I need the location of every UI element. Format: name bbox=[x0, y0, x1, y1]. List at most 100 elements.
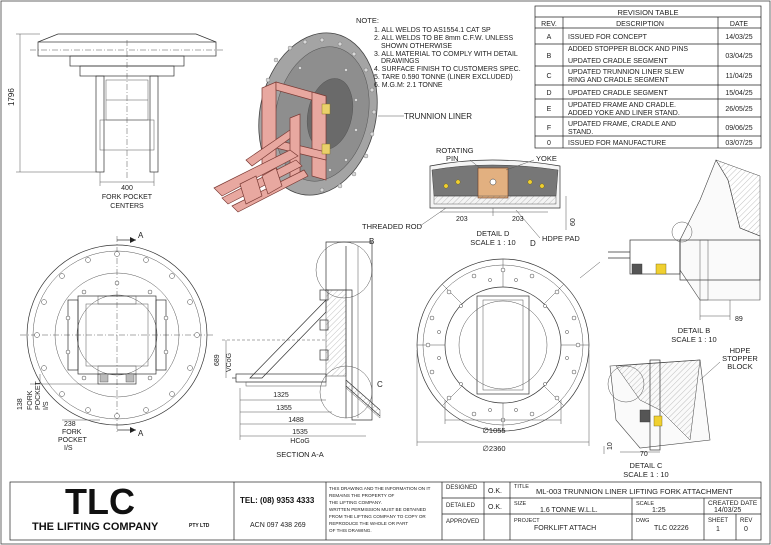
detail-d-view bbox=[429, 159, 567, 230]
dim-1055: ∅1055 bbox=[482, 426, 505, 435]
dim-203-right: 203 bbox=[512, 216, 524, 223]
date-header: DATE bbox=[730, 21, 748, 28]
detail-b-scale: SCALE 1 : 10 bbox=[671, 335, 716, 344]
rev-date: 11/04/25 bbox=[726, 73, 753, 80]
section-a-callout-bottom: A bbox=[138, 429, 144, 438]
rev-value: 0 bbox=[744, 526, 748, 533]
rev-desc: ADDED YOKE AND LINER STAND. bbox=[568, 110, 680, 117]
detail-c-scale: SCALE 1 : 10 bbox=[623, 470, 668, 479]
revision-table: REVISION TABLE REV. DESCRIPTION DATE A I… bbox=[534, 5, 762, 149]
note-line: SHOWN OTHERWISE bbox=[381, 43, 452, 50]
dim-203-left: 203 bbox=[456, 216, 468, 223]
detail-c-callout: C bbox=[377, 380, 383, 389]
dim-10: 10 bbox=[607, 442, 614, 450]
dim-689: 689 bbox=[214, 354, 221, 366]
scale-value: 1:25 bbox=[652, 507, 666, 514]
revision-table-title: REVISION TABLE bbox=[618, 8, 679, 17]
note-line: 5. TARE 0.590 TONNE (LINER EXCLUDED) bbox=[374, 74, 513, 81]
note-line: 3. ALL MATERIAL TO COMPLY WITH DETAIL bbox=[374, 51, 518, 58]
hcog-label: HCoG bbox=[290, 438, 309, 445]
rev-header: REV. bbox=[541, 21, 557, 28]
dwg-label: DWG bbox=[636, 518, 649, 524]
disclaimer-line: OF THIS DRAWING. bbox=[329, 528, 372, 533]
dim-60: 60 bbox=[570, 218, 577, 226]
rev-date: 03/04/25 bbox=[725, 53, 752, 60]
dim-400: 400 bbox=[121, 185, 133, 192]
company-logo: TLC bbox=[65, 481, 135, 522]
detail-c-view bbox=[603, 359, 711, 454]
fork-pocket-centers-label-2: CENTERS bbox=[110, 203, 144, 210]
rev-desc: UPDATED FRAME, CRADLE AND bbox=[568, 121, 676, 128]
yoke-label: YOKE bbox=[536, 154, 557, 163]
vcog-label: VCoG bbox=[226, 353, 233, 372]
note-line: 4. SURFACE FINISH TO CUSTOMERS SPEC. bbox=[374, 66, 521, 73]
approved-label: APPROVED bbox=[446, 519, 480, 525]
section-a-a-view bbox=[222, 241, 381, 440]
note-line: 2. ALL WELDS TO BE 8mm C.F.W. UNLESS bbox=[374, 35, 513, 42]
created-date-value: 14/03/25 bbox=[714, 507, 741, 514]
dim-2360: ∅2360 bbox=[482, 444, 505, 453]
dim-89: 89 bbox=[735, 316, 743, 323]
note-line: 6. M.G.M: 2.1 TONNE bbox=[374, 82, 443, 89]
rev-label: REV bbox=[740, 518, 752, 524]
rev-cell: D bbox=[546, 90, 551, 97]
notes-title: NOTE: bbox=[356, 16, 379, 25]
designed-value: O.K. bbox=[488, 488, 502, 495]
hdpe-stopper-label: HDPE bbox=[730, 346, 751, 355]
rev-cell: F bbox=[547, 125, 551, 132]
designed-label: DESIGNED bbox=[446, 485, 478, 491]
dim-238: 238 bbox=[64, 421, 76, 428]
created-date-label: CREATED DATE bbox=[708, 500, 758, 507]
rev-cell: A bbox=[547, 34, 552, 41]
rev-date: 14/03/25 bbox=[725, 34, 752, 41]
rev-desc: RING AND CRADLE SEGMENT bbox=[568, 77, 669, 84]
fork-pocket-centers-label: FORK POCKET bbox=[102, 194, 153, 201]
dim-70: 70 bbox=[640, 451, 648, 458]
disclaimer-line: REPRODUCE THE WHOLE OR PART bbox=[329, 521, 408, 526]
project-value: FORKLIFT ATTACH bbox=[534, 525, 596, 532]
sheet-label: SHEET bbox=[708, 518, 728, 524]
detail-b-title: DETAIL B bbox=[678, 326, 711, 335]
rev-date: 26/05/25 bbox=[725, 106, 752, 113]
rev-desc: STAND. bbox=[568, 129, 593, 136]
fork-pocket-is-label: FORK bbox=[27, 390, 34, 410]
dim-1325: 1325 bbox=[273, 392, 289, 399]
disclaimer-line: THE LIFTING COMPANY. bbox=[329, 500, 382, 505]
liner-plan-view bbox=[416, 258, 601, 446]
sheet-value: 1 bbox=[716, 526, 720, 533]
hdpe-pad-label: HDPE PAD bbox=[542, 234, 580, 243]
company-pty: PTY LTD bbox=[189, 523, 210, 529]
fork-pocket-is-label-2: POCKET bbox=[35, 380, 42, 410]
rev-desc: UPDATED TRUNNION LINER SLEW bbox=[568, 69, 684, 76]
threaded-rod-label: THREADED ROD bbox=[362, 222, 423, 231]
detailed-label: DETAILED bbox=[446, 503, 476, 509]
rev-desc: ISSUED FOR MANUFACTURE bbox=[568, 140, 666, 147]
detail-b-view bbox=[608, 159, 761, 320]
rev-desc: UPDATED CRADLE SEGMENT bbox=[568, 90, 669, 97]
rev-cell: E bbox=[547, 106, 552, 113]
front-view bbox=[16, 33, 225, 186]
dim-138: 138 bbox=[17, 398, 24, 410]
rev-desc: ISSUED FOR CONCEPT bbox=[568, 34, 648, 41]
rev-desc: UPDATED CRADLE SEGMENT bbox=[568, 58, 669, 65]
note-line: DRAWINGS bbox=[381, 58, 420, 65]
plan-view bbox=[20, 236, 214, 433]
size-value: 1.6 TONNE W.L.L. bbox=[540, 507, 598, 514]
fork-pocket-is-bottom-label-2: POCKET bbox=[58, 437, 88, 444]
drawing-title: ML-003 TRUNNION LINER LIFTING FORK ATTAC… bbox=[536, 487, 733, 496]
hdpe-stopper-label-3: BLOCK bbox=[727, 362, 752, 371]
detail-d-title: DETAIL D bbox=[477, 229, 511, 238]
detail-b-callout: B bbox=[369, 237, 374, 246]
dim-1796: 1796 bbox=[7, 88, 16, 106]
company-acn: ACN 097 438 269 bbox=[250, 522, 306, 529]
rev-cell: C bbox=[546, 73, 551, 80]
detail-c-title: DETAIL C bbox=[630, 461, 664, 470]
dim-1355: 1355 bbox=[276, 405, 292, 412]
fork-pocket-is-bottom-label-3: I/S bbox=[64, 445, 73, 452]
dim-1535: 1535 bbox=[292, 429, 308, 436]
disclaimer-line: FROM THE LIFTING COMPANY TO COPY OR bbox=[329, 514, 426, 519]
rotating-pin-label: ROTATING bbox=[436, 146, 474, 155]
company-tel: TEL: (08) 9353 4333 bbox=[240, 496, 315, 505]
company-name: THE LIFTING COMPANY bbox=[32, 521, 159, 533]
